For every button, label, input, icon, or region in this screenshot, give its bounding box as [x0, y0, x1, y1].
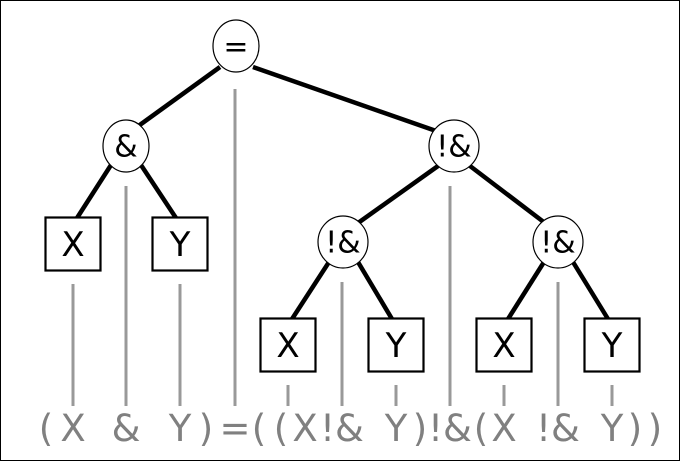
expression-token-10: Y — [384, 407, 408, 450]
leaf-y-1-shape — [151, 216, 209, 272]
right-nand-label: !& — [436, 130, 471, 165]
edge-midleft-to-y2 — [356, 260, 394, 321]
expression-token-4: ) — [199, 407, 213, 450]
leaf-x-3-shape — [475, 317, 533, 373]
leaf-y-3[interactable]: Y — [583, 317, 641, 373]
leaf-y-2-label: Y — [385, 326, 407, 366]
mid-right-nand[interactable]: !& — [532, 215, 584, 269]
mid-left-nand-shape — [317, 215, 369, 269]
expression-token-18: ) — [648, 407, 662, 450]
edge-root-to-and — [135, 65, 222, 129]
expression-token-9: !& — [320, 407, 364, 450]
leaf-y-3-label: Y — [601, 326, 623, 366]
leaf-x-2-label: X — [276, 326, 299, 366]
leaf-nodes-group: X Y X Y X Y — [44, 216, 641, 373]
expression-token-15: !& — [536, 407, 580, 450]
tree-edges-group — [75, 64, 610, 321]
edge-root-to-nand — [252, 64, 440, 135]
expression-token-2: & — [112, 407, 141, 450]
expression-token-0: ( — [39, 407, 53, 450]
edge-midright-to-y3 — [571, 260, 610, 321]
leaf-y-1[interactable]: Y — [151, 216, 209, 272]
root-equals[interactable]: = — [212, 19, 260, 73]
mid-right-nand-shape — [532, 215, 584, 269]
expression-token-3: Y — [168, 407, 192, 450]
leaf-x-1[interactable]: X — [44, 216, 102, 272]
root-equals-label: = — [223, 30, 248, 65]
expression-token-1: X — [60, 407, 85, 450]
expression-token-7: ( — [274, 407, 288, 450]
mid-right-nand-label: !& — [540, 226, 575, 261]
root-equals-shape — [212, 19, 260, 73]
expression-token-6: ( — [252, 407, 266, 450]
edge-and-to-y1 — [139, 163, 178, 220]
left-and[interactable]: & — [102, 119, 150, 173]
expression-token-17: ) — [628, 407, 642, 450]
expression-token-12: !& — [428, 407, 472, 450]
edge-midright-to-x3 — [506, 260, 546, 321]
edge-and-to-x1 — [75, 163, 113, 220]
left-and-shape — [102, 119, 150, 173]
leaf-y-2-shape — [367, 317, 425, 373]
expression-token-14: X — [491, 407, 516, 450]
left-and-label: & — [114, 130, 137, 165]
expression-token-8: X — [292, 407, 317, 450]
edge-nand-to-midleft — [356, 164, 440, 225]
expression-token-11: ) — [413, 407, 427, 450]
expression-token-13: ( — [474, 407, 488, 450]
leaf-x-2[interactable]: X — [259, 317, 317, 373]
right-nand[interactable]: !& — [428, 119, 480, 173]
right-nand-shape — [428, 119, 480, 173]
leaf-x-3[interactable]: X — [475, 317, 533, 373]
mid-left-nand-label: !& — [325, 226, 360, 261]
operator-nodes-group: = & !& !& !& — [102, 19, 584, 269]
leaf-y-3-shape — [583, 317, 641, 373]
leaf-x-1-shape — [44, 216, 102, 272]
leaf-y-2[interactable]: Y — [367, 317, 425, 373]
guide-lines-group — [71, 89, 614, 406]
edge-midleft-to-x2 — [290, 260, 331, 321]
leaf-x-3-label: X — [492, 326, 515, 366]
expression-token-5: = — [219, 407, 250, 450]
expression-token-16: Y — [600, 407, 624, 450]
edge-nand-to-midright — [468, 164, 547, 225]
leaf-x-1-label: X — [61, 225, 84, 265]
leaf-x-2-shape — [259, 317, 317, 373]
expression-text-group: (X&Y)=((X!&Y)!&(X!&Y)) — [39, 407, 662, 450]
mid-left-nand[interactable]: !& — [317, 215, 369, 269]
leaf-y-1-label: Y — [169, 225, 191, 265]
